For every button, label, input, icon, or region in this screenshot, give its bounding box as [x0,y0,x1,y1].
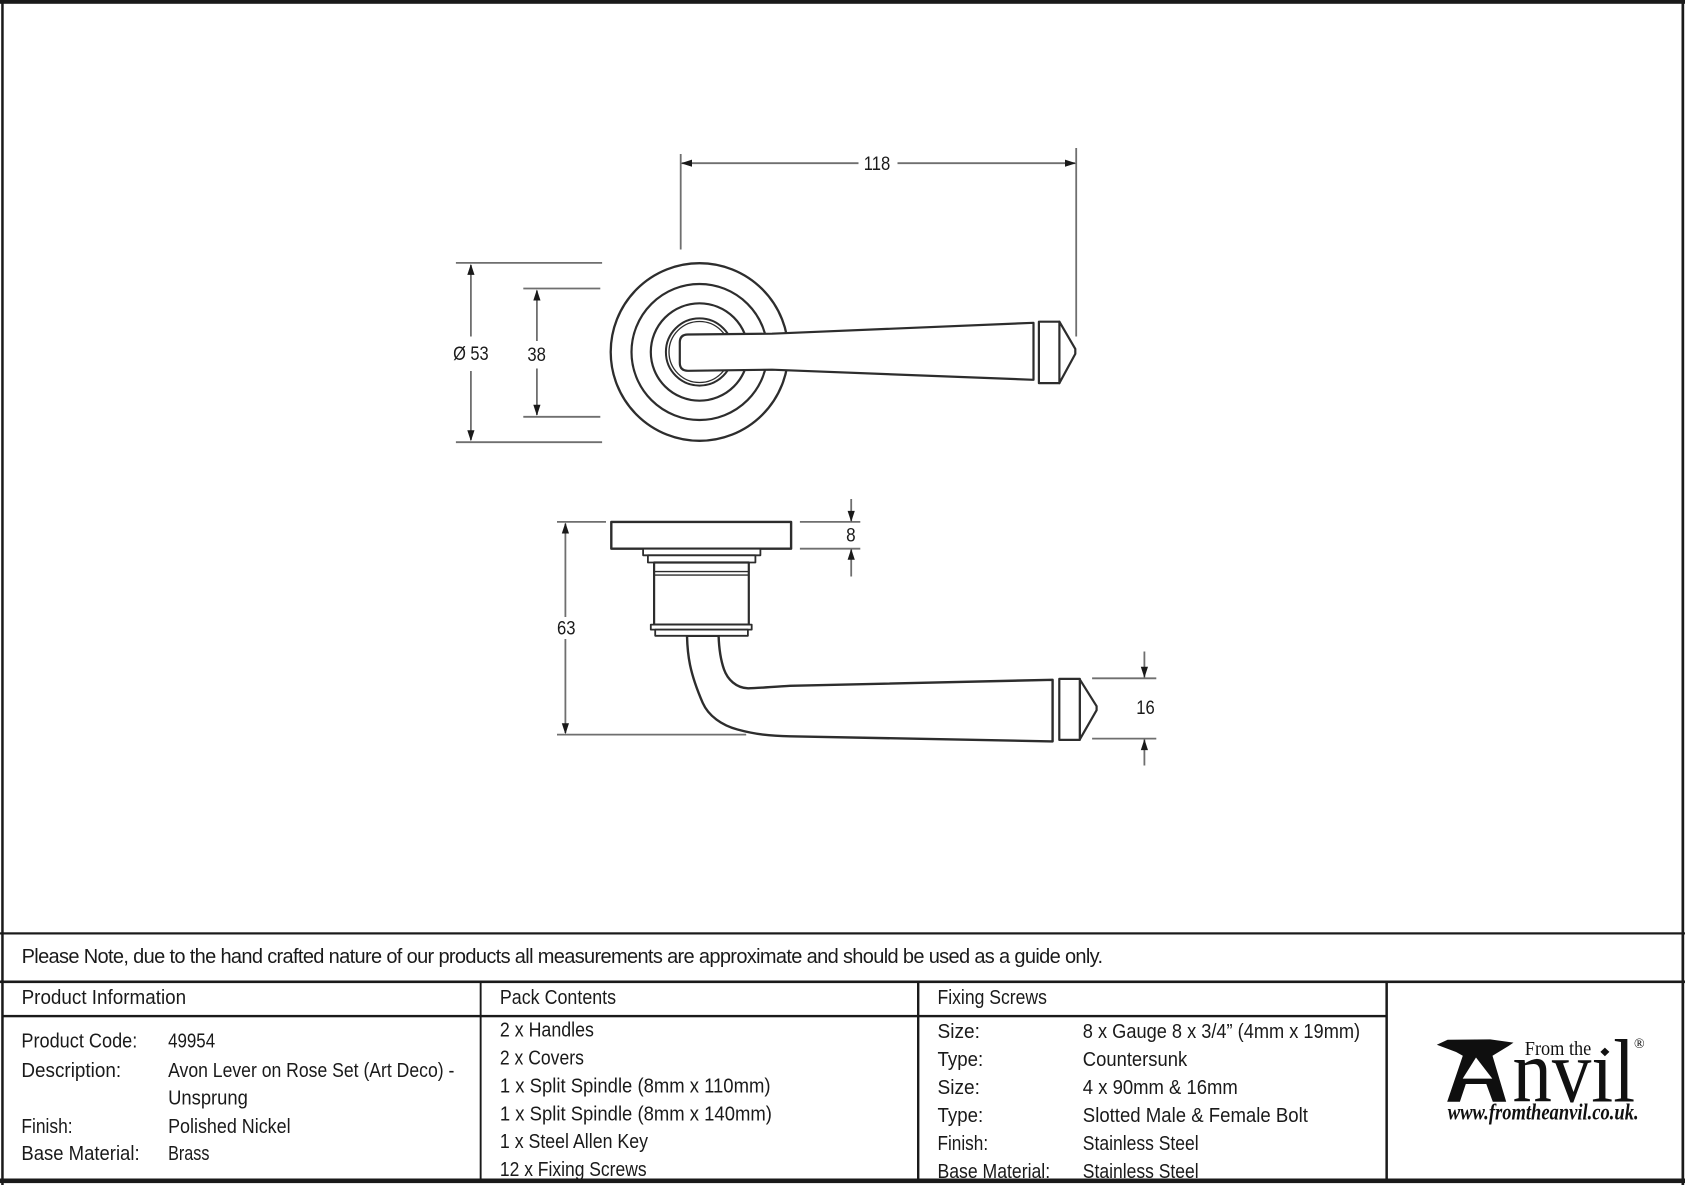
svg-text:8: 8 [846,526,856,547]
svg-text:Type:: Type: [938,1105,984,1127]
svg-text:1 x Split Spindle (8mm x 140mm: 1 x Split Spindle (8mm x 140mm) [500,1103,772,1125]
svg-text:®: ® [1634,1037,1645,1052]
svg-text:Type:: Type: [938,1049,984,1071]
svg-text:Countersunk: Countersunk [1083,1049,1188,1071]
svg-text:2 x Covers: 2 x Covers [500,1048,584,1070]
svg-text:Size:: Size: [938,1077,981,1099]
svg-text:Fixing Screws: Fixing Screws [938,987,1047,1009]
svg-text:Slotted Male & Female Bolt: Slotted Male & Female Bolt [1083,1105,1309,1127]
svg-text:Brass: Brass [168,1143,209,1165]
svg-text:Description:: Description: [21,1060,121,1082]
svg-text:38: 38 [527,345,546,366]
svg-text:From the: From the [1525,1039,1592,1060]
svg-text:Unsprung: Unsprung [168,1088,248,1110]
svg-text:49954: 49954 [168,1031,215,1053]
svg-text:Finish:: Finish: [938,1133,989,1155]
svg-text:nvıl: nvıl [1513,1023,1636,1122]
svg-text:Please Note, due to the hand c: Please Note, due to the hand crafted nat… [22,946,1103,968]
svg-text:2 x Handles: 2 x Handles [500,1020,594,1042]
svg-text:www.fromtheanvil.co.uk.: www.fromtheanvil.co.uk. [1448,1100,1639,1125]
svg-text:1 x Split Spindle (8mm x 110mm: 1 x Split Spindle (8mm x 110mm) [500,1075,771,1097]
svg-text:118: 118 [864,154,891,175]
svg-text:16: 16 [1136,698,1155,719]
svg-text:Stainless Steel: Stainless Steel [1083,1133,1199,1155]
svg-text:Polished Nickel: Polished Nickel [168,1116,291,1138]
svg-text:Stainless Steel: Stainless Steel [1083,1161,1199,1183]
svg-text:Pack Contents: Pack Contents [500,987,616,1009]
svg-text:Product Information: Product Information [22,987,187,1009]
svg-text:Ø 53: Ø 53 [453,344,489,365]
svg-text:Avon Lever on Rose Set (Art De: Avon Lever on Rose Set (Art Deco) - [168,1060,454,1082]
svg-text:4 x 90mm & 16mm: 4 x 90mm & 16mm [1083,1077,1238,1099]
svg-text:Finish:: Finish: [21,1116,72,1138]
svg-text:Base Material:: Base Material: [21,1143,139,1165]
svg-text:Size:: Size: [938,1021,981,1043]
svg-text:Product Code:: Product Code: [21,1031,137,1053]
svg-text:12 x Fixing Screws: 12 x Fixing Screws [500,1159,647,1181]
svg-text:1 x Steel Allen Key: 1 x Steel Allen Key [500,1131,648,1153]
svg-text:63: 63 [557,619,576,640]
svg-text:Base Material:: Base Material: [938,1161,1051,1183]
svg-text:8 x Gauge 8 x 3/4” (4mm x 19mm: 8 x Gauge 8 x 3/4” (4mm x 19mm) [1083,1021,1360,1043]
